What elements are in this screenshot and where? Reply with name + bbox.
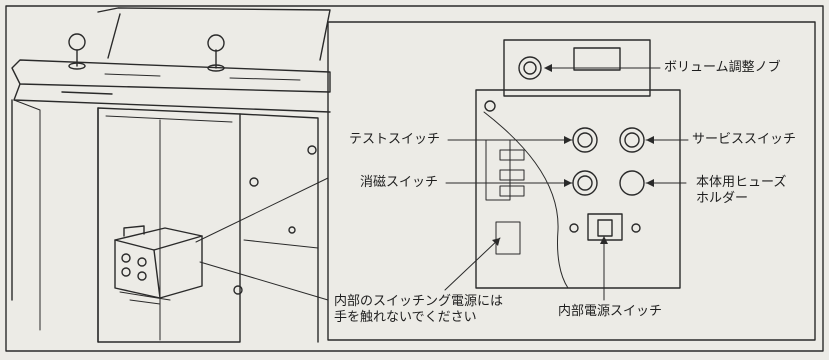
- label-test-switch: テストスイッチ: [349, 132, 441, 147]
- label-fuse-holder-1: 本体用ヒューズ: [696, 175, 787, 190]
- degauss-switch: [572, 170, 598, 196]
- psu-box: [114, 227, 203, 299]
- cabinet-illustration: [11, 7, 331, 343]
- joystick-ball-left: [68, 33, 86, 51]
- switch-panel: [475, 89, 681, 289]
- arrowheads: [492, 64, 654, 246]
- detail-inset: [327, 21, 816, 341]
- label-volume-knob: ボリューム調整ノブ: [664, 60, 781, 75]
- service-switch: [619, 127, 645, 153]
- label-degauss-switch: 消磁スイッチ: [360, 175, 439, 190]
- test-switch: [572, 127, 598, 153]
- outer-frame: [5, 5, 824, 352]
- label-psu-warning-2: 手を触れないでください: [334, 310, 477, 325]
- fuse-holder: [619, 170, 645, 196]
- volume-knob: [518, 56, 542, 80]
- label-service-switch: サービススイッチ: [692, 132, 797, 147]
- label-internal-power-switch: 内部電源スイッチ: [558, 304, 663, 319]
- label-psu-warning-1: 内部のスイッチング電源には: [334, 294, 504, 309]
- label-fuse-holder-2: ホルダー: [696, 191, 749, 206]
- joystick-ball-right: [207, 34, 225, 52]
